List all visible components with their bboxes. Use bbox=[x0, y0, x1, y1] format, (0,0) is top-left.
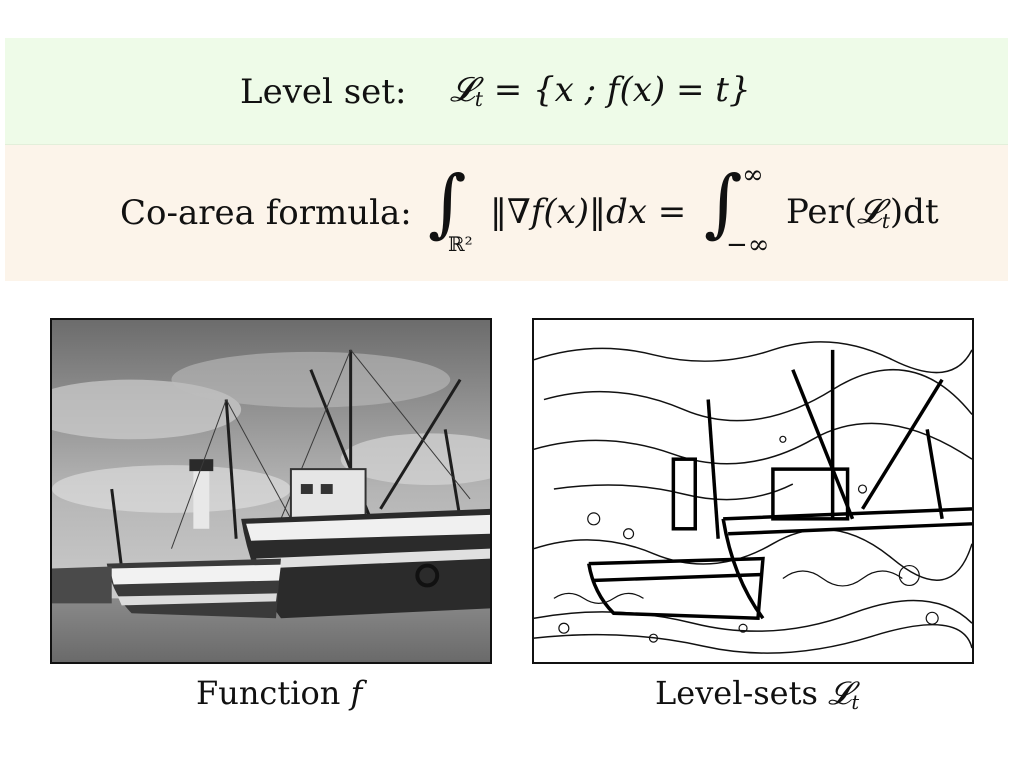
level-sets-drawing bbox=[534, 320, 972, 662]
per-text: Per( bbox=[786, 192, 857, 232]
coarea-lower-limit: −∞ bbox=[726, 230, 770, 260]
level-set-label: Level set: bbox=[240, 72, 407, 112]
level-set-subscript: t bbox=[474, 87, 483, 112]
level-sets-caption-symbol: 𝓛 bbox=[828, 674, 852, 712]
coarea-integral-1: ∫ bbox=[428, 160, 467, 246]
level-sets-caption: Level-sets 𝓛t bbox=[655, 674, 859, 714]
per-subscript: t bbox=[881, 209, 890, 234]
level-set-rhs: = {x ; f(x) = t} bbox=[493, 70, 751, 110]
coarea-label: Co-area formula: bbox=[120, 193, 412, 233]
boat-photo bbox=[52, 320, 490, 662]
level-set-formula: 𝓛t = {x ; f(x) = t} bbox=[450, 70, 751, 111]
coarea-integral-2: ∫ bbox=[704, 160, 743, 246]
function-image bbox=[50, 318, 492, 664]
per-symbol: 𝓛 bbox=[857, 192, 882, 232]
per-end: )dt bbox=[889, 192, 939, 232]
coarea-band bbox=[5, 145, 1008, 281]
function-caption-text: Function bbox=[196, 674, 341, 712]
coarea-domain: ℝ² bbox=[448, 232, 473, 256]
function-caption-var: f bbox=[350, 674, 363, 712]
function-caption: Function f bbox=[196, 674, 362, 712]
level-set-symbol: 𝓛 bbox=[450, 70, 475, 110]
level-sets-image bbox=[532, 318, 974, 664]
coarea-perimeter: Per(𝓛t)dt bbox=[786, 192, 939, 233]
level-sets-caption-text: Level-sets bbox=[655, 674, 818, 712]
level-sets-caption-subscript: t bbox=[851, 690, 860, 714]
coarea-upper-limit: ∞ bbox=[742, 160, 764, 190]
level-set-band bbox=[5, 38, 1008, 145]
coarea-integrand: ‖∇f(x)‖dx = bbox=[490, 192, 687, 232]
